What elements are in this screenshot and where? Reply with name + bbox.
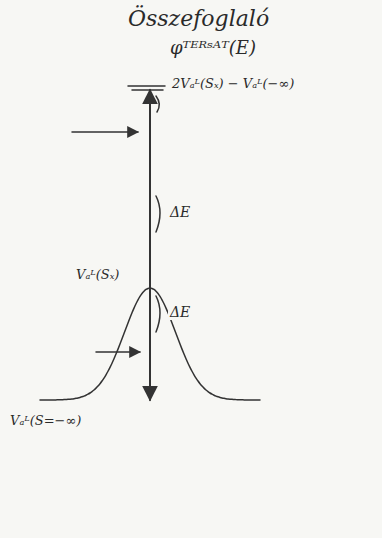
sketch-title: Összefoglaló — [128, 6, 269, 31]
function-label: φᵀᴱᴿˢᴬᵀ(E) — [168, 38, 258, 59]
energy-gap: ΔE — [168, 304, 192, 320]
brace — [156, 96, 159, 112]
energy-gap: ΔE — [168, 204, 192, 220]
top-level — [132, 89, 163, 91]
energy-arrow — [149, 90, 151, 400]
top-level — [128, 85, 165, 87]
pointer-arrow — [96, 351, 140, 353]
brace — [156, 196, 160, 232]
brace — [156, 296, 160, 332]
pointer-arrow — [72, 131, 138, 133]
energy-level: 2Vₐᴸ(Sₓ) − Vₐᴸ(−∞) — [170, 77, 296, 92]
energy-level: Vₐᴸ(Sₓ) — [74, 268, 121, 283]
energy-level: Vₐᴸ(S=−∞) — [8, 414, 83, 429]
